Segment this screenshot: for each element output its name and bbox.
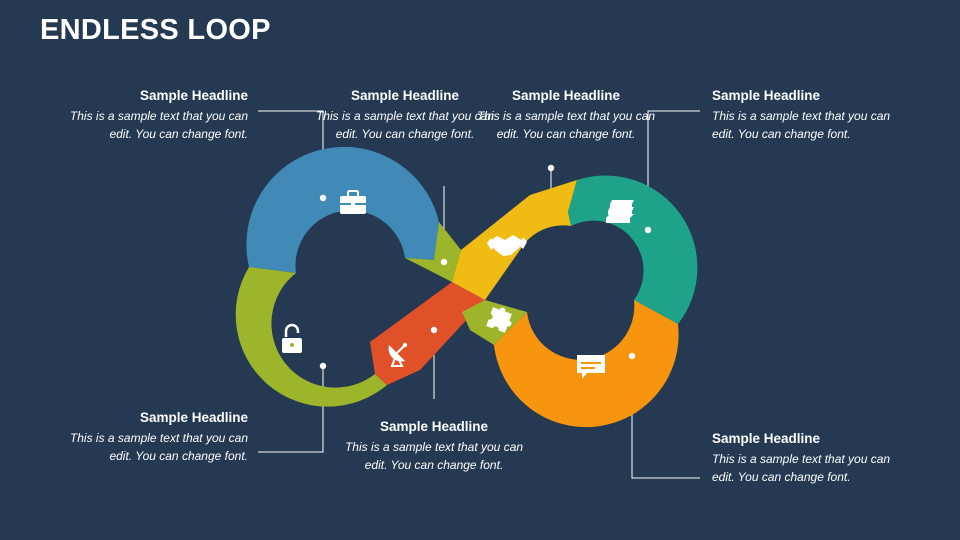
connector-dot-3 xyxy=(547,164,555,172)
puzzle-icon xyxy=(486,307,512,333)
callout-top-center-left: Sample Headline This is a sample text th… xyxy=(310,87,500,143)
callout-headline: Sample Headline xyxy=(139,410,248,425)
unlock-icon xyxy=(282,323,302,353)
briefcase-icon xyxy=(340,190,366,214)
segment-books xyxy=(568,175,698,324)
right-loop-hole xyxy=(537,224,633,320)
callout-headline: Sample Headline xyxy=(350,88,460,103)
callout-headline: Sample Headline xyxy=(712,88,821,103)
connector-dots xyxy=(319,164,652,370)
left-loop-hole xyxy=(295,235,391,331)
callout-headline: Sample Headline xyxy=(712,431,821,446)
callout-text: This is a sample text that you can edit.… xyxy=(69,431,248,463)
callout-bottom-left: Sample Headline This is a sample text th… xyxy=(58,409,248,465)
connector-dot-1 xyxy=(319,194,327,202)
callout-top-left: Sample Headline This is a sample text th… xyxy=(58,87,248,143)
satellite-dish-icon xyxy=(388,342,408,367)
connector-dot-4 xyxy=(644,226,652,234)
segment-lock xyxy=(235,267,387,407)
handshake-icon xyxy=(487,235,527,256)
callout-bottom-center: Sample Headline This is a sample text th… xyxy=(339,418,529,474)
callout-bottom-right: Sample Headline This is a sample text th… xyxy=(712,430,902,486)
callout-headline: Sample Headline xyxy=(139,88,248,103)
callout-text: This is a sample text that you can edit.… xyxy=(344,440,524,472)
connector-dot-5 xyxy=(319,362,327,370)
callout-text: This is a sample text that you can edit.… xyxy=(712,452,891,484)
callout-top-center-right: Sample Headline This is a sample text th… xyxy=(471,87,661,143)
books-icon xyxy=(606,200,634,223)
segment-green-bridge xyxy=(405,222,461,282)
callout-text: This is a sample text that you can edit.… xyxy=(712,109,891,141)
callout-text: This is a sample text that you can edit.… xyxy=(69,109,248,141)
callout-text: This is a sample text that you can edit.… xyxy=(476,109,656,141)
callout-headline: Sample Headline xyxy=(511,88,621,103)
callout-text: This is a sample text that you can edit.… xyxy=(315,109,495,141)
page-title: ENDLESS LOOP xyxy=(40,14,271,46)
connector-dot-7 xyxy=(628,352,636,360)
connector-dot-6 xyxy=(430,326,438,334)
callout-headline: Sample Headline xyxy=(379,419,489,434)
callout-top-right: Sample Headline This is a sample text th… xyxy=(712,87,902,143)
connector-dot-2 xyxy=(440,258,448,266)
chat-bubble-icon xyxy=(577,355,605,379)
